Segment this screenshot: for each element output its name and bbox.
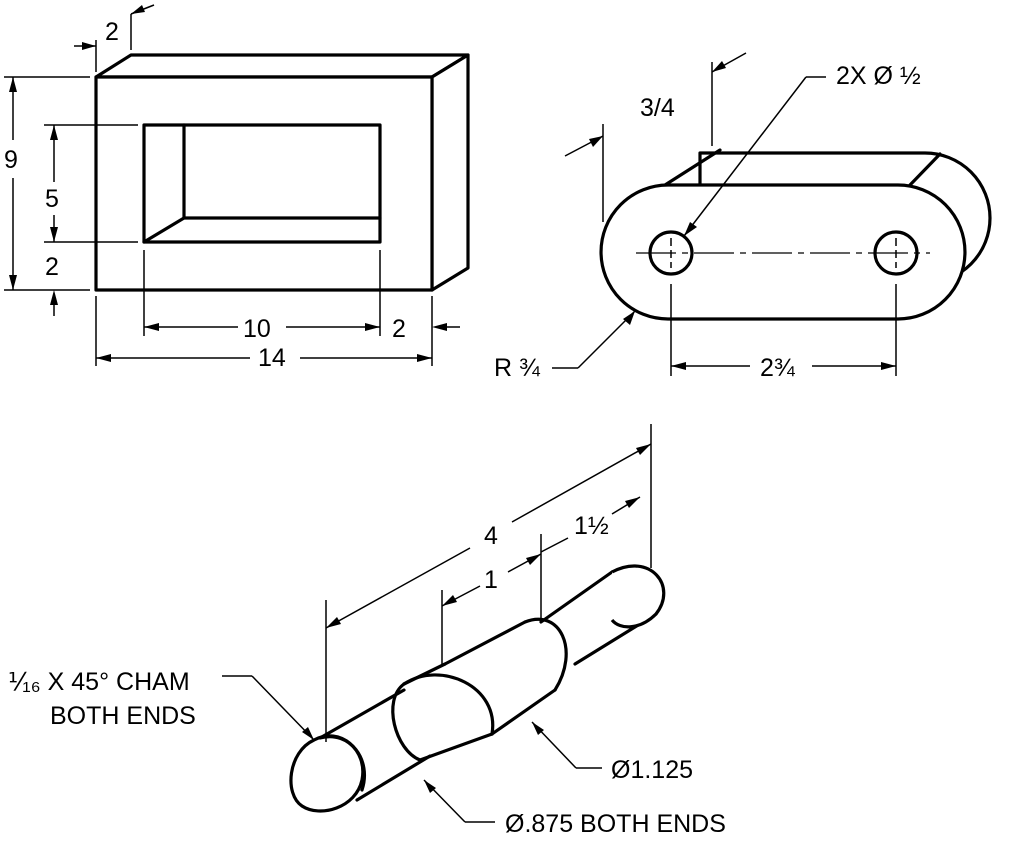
note-small-diameter: Ø.875 BOTH ENDS — [505, 810, 726, 838]
dim-bottom-wall: 2 — [45, 253, 59, 281]
note-large-diameter: Ø1.125 — [611, 756, 693, 784]
note-chamfer-line2: BOTH ENDS — [50, 702, 196, 730]
frame-block-outline — [94, 53, 470, 292]
dim-overall-length: 4 — [484, 522, 498, 550]
dim-opening-height: 5 — [45, 185, 59, 213]
note-chamfer-line1: ⅟₁₆ X 45° CHAM — [8, 668, 190, 696]
dim-right-wall: 2 — [392, 315, 406, 343]
dim-wall-depth: 2 — [105, 18, 119, 46]
stepped-shaft-dimension-lines — [222, 424, 652, 823]
note-hole-diameter: 2X Ø ½ — [836, 62, 921, 90]
dim-step-length: 1 — [484, 566, 498, 594]
frame-block-extension-lines — [4, 14, 433, 366]
dim-overall-width: 14 — [258, 344, 286, 372]
stepped-shaft-outline — [289, 564, 666, 813]
dim-end-length: 1½ — [574, 512, 609, 540]
link-plate-outline — [599, 148, 992, 321]
stepped-shaft-drawing: 4 1 1½ ⅟₁₆ X 45° CHAM BOTH ENDS Ø1.125 Ø… — [8, 424, 726, 838]
frame-block-drawing: 2 9 5 2 10 2 14 — [4, 4, 470, 372]
link-plate-centerlines — [636, 238, 930, 268]
link-plate-drawing: 3/4 2X Ø ½ R ¾ 2¾ — [494, 52, 992, 382]
link-plate-dimension-lines — [552, 52, 897, 376]
dim-opening-width: 10 — [243, 315, 271, 343]
dim-overall-height: 9 — [4, 146, 18, 174]
note-end-radius: R ¾ — [494, 354, 541, 382]
frame-block-dimension-lines — [9, 4, 460, 362]
dim-hole-spacing: 2¾ — [760, 354, 796, 382]
dim-plate-thickness: 3/4 — [640, 94, 675, 122]
